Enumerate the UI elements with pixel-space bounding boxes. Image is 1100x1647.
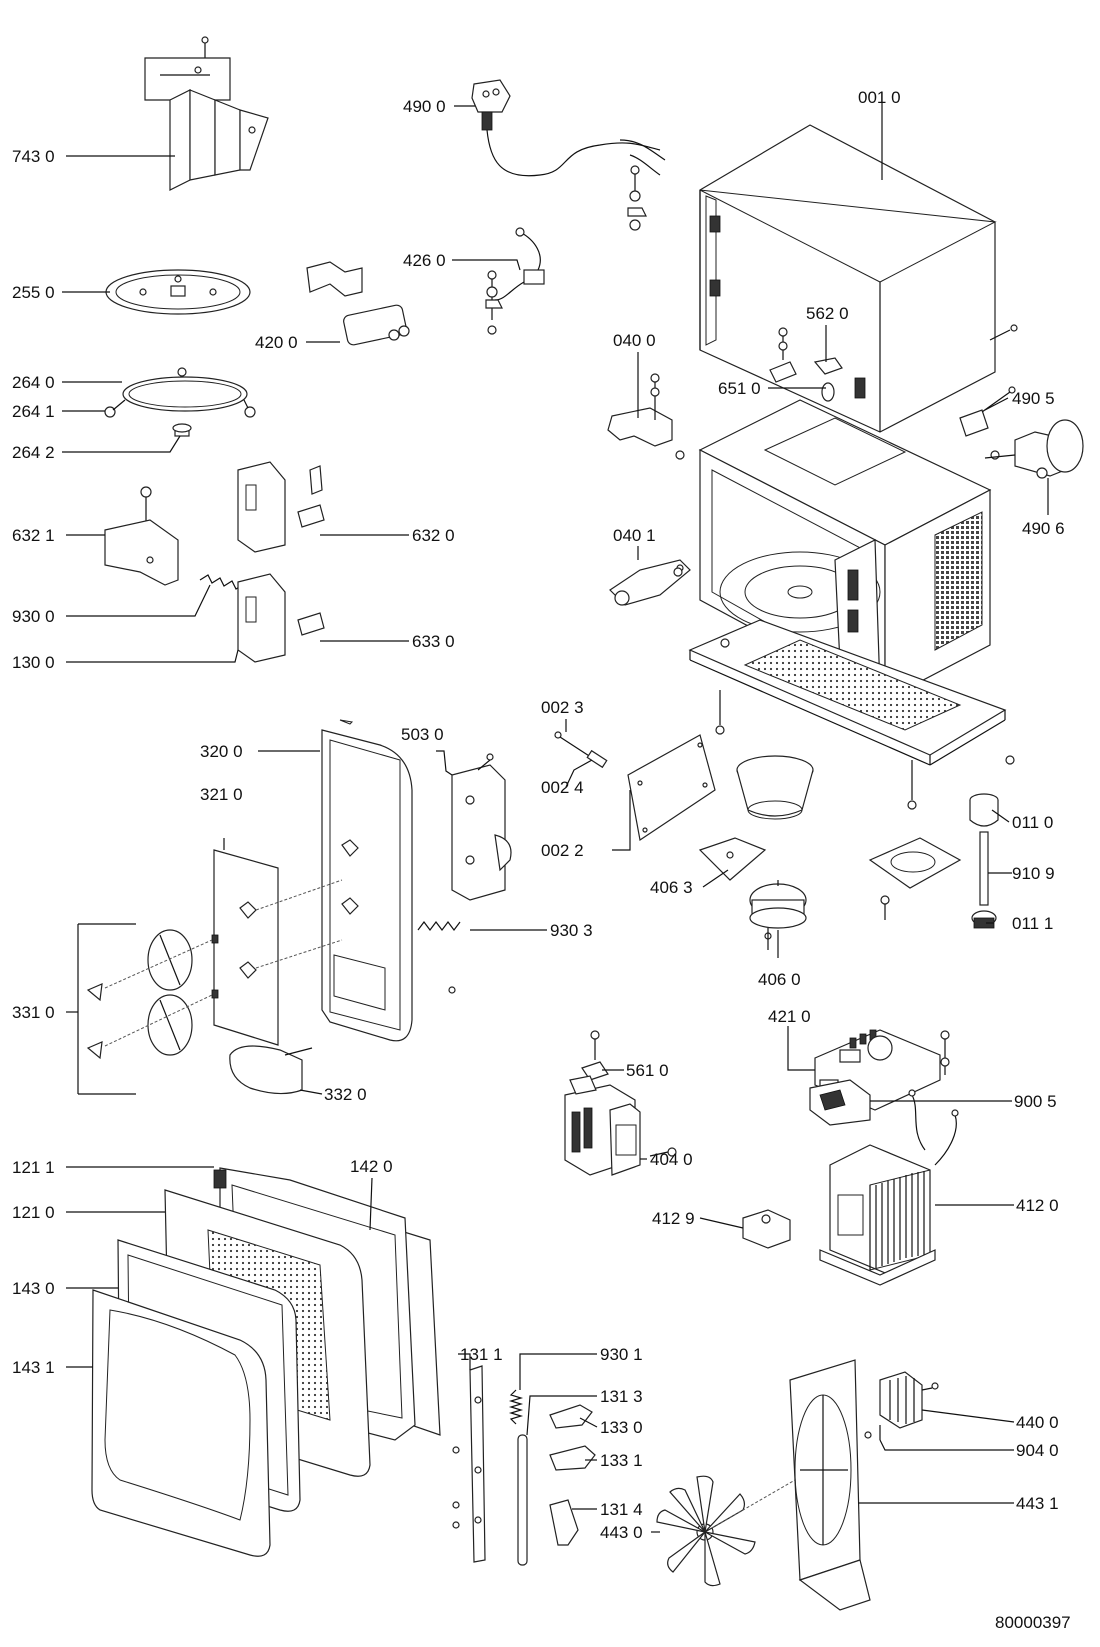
label-320-0: 320 0 [200,742,243,761]
label-490-0: 490 0 [403,97,446,116]
label-632-1: 632 1 [12,526,55,545]
part-426-drawing [485,227,545,335]
label-001-0: 001 0 [858,88,901,107]
label-011-1: 011 1 [1012,914,1053,933]
control-board-drawing [809,1029,950,1126]
label-131-3: 131 3 [600,1387,643,1406]
label-421-0: 421 0 [768,1007,811,1026]
part-264-drawing [104,367,256,437]
label-443-1: 443 1 [1016,1494,1059,1513]
label-910-9: 910 9 [1012,864,1055,883]
label-331-0: 331 0 [12,1003,55,1022]
part-001-drawing [699,124,1018,433]
label-131-1: 131 1 [460,1345,503,1364]
label-142-0: 142 0 [350,1157,393,1176]
label-264-2: 264 2 [12,443,55,462]
part-743-drawing [144,36,269,191]
label-490-6: 490 6 [1022,519,1065,538]
label-040-0: 040 0 [613,331,656,350]
label-561-0: 561 0 [626,1061,669,1080]
label-321-0: 321 0 [200,785,243,804]
label-143-0: 143 0 [12,1279,55,1298]
label-133-1: 133 1 [600,1451,643,1470]
part-011-drawing [969,793,999,929]
label-426-0: 426 0 [403,251,446,270]
label-002-4: 002 4 [541,778,584,797]
label-904-0: 904 0 [1016,1441,1059,1460]
part-255-drawing [105,269,251,315]
label-040-1: 040 1 [613,526,656,545]
document-number: 80000397 [995,1613,1071,1632]
label-406-3: 406 3 [650,878,693,897]
label-503-0: 503 0 [401,725,444,744]
door-latch-drawing [452,1365,596,1566]
label-930-3: 930 3 [550,921,593,940]
label-743-0: 743 0 [12,147,55,166]
label-002-3: 002 3 [541,698,584,717]
label-264-1: 264 1 [12,402,55,421]
leader-lines [62,103,1049,1533]
control-panel-drawing [86,719,512,1095]
label-255-0: 255 0 [12,283,55,302]
transformer-drawing [742,1089,959,1286]
part-002-drawing [554,731,716,842]
label-143-1: 143 1 [12,1358,55,1377]
label-332-0: 332 0 [324,1085,367,1104]
label-930-1: 930 1 [600,1345,643,1364]
stirrer-plate-drawing [868,837,962,920]
label-562-0: 562 0 [806,304,849,323]
label-440-0: 440 0 [1016,1413,1059,1432]
label-633-0: 633 0 [412,632,455,651]
part-562-651-drawing [769,327,866,402]
label-131-4: 131 4 [600,1500,643,1519]
label-420-0: 420 0 [255,333,298,352]
door-assembly-drawing [91,1167,441,1557]
part-labels: 743 0 490 0 001 0 255 0 426 0 420 0 040 … [12,88,1065,1542]
label-490-5: 490 5 [1012,389,1055,408]
label-404-0: 404 0 [650,1150,693,1169]
label-412-0: 412 0 [1016,1196,1059,1215]
magnetron-drawing [564,1030,677,1176]
label-443-0: 443 0 [600,1523,643,1542]
label-002-2: 002 2 [541,841,584,860]
label-930-0: 930 0 [12,607,55,626]
part-490-0-drawing [471,79,666,231]
label-651-0: 651 0 [718,379,761,398]
oven-cavity-drawing [688,399,1015,810]
label-130-0: 130 0 [12,653,55,672]
label-900-5: 900 5 [1014,1092,1057,1111]
label-133-0: 133 0 [600,1418,643,1437]
part-406-drawing [698,755,814,950]
label-406-0: 406 0 [758,970,801,989]
label-264-0: 264 0 [12,373,55,392]
part-420-drawing [306,261,410,346]
interlock-switch-drawing [104,461,325,663]
label-121-1: 121 1 [12,1158,55,1177]
fan-assembly-drawing [656,1359,939,1611]
label-412-9: 412 9 [652,1209,695,1228]
label-011-0: 011 0 [1012,813,1053,832]
label-632-0: 632 0 [412,526,455,545]
label-121-0: 121 0 [12,1203,55,1222]
part-490-5-6-drawing [959,386,1084,479]
part-040-drawing [607,373,691,606]
